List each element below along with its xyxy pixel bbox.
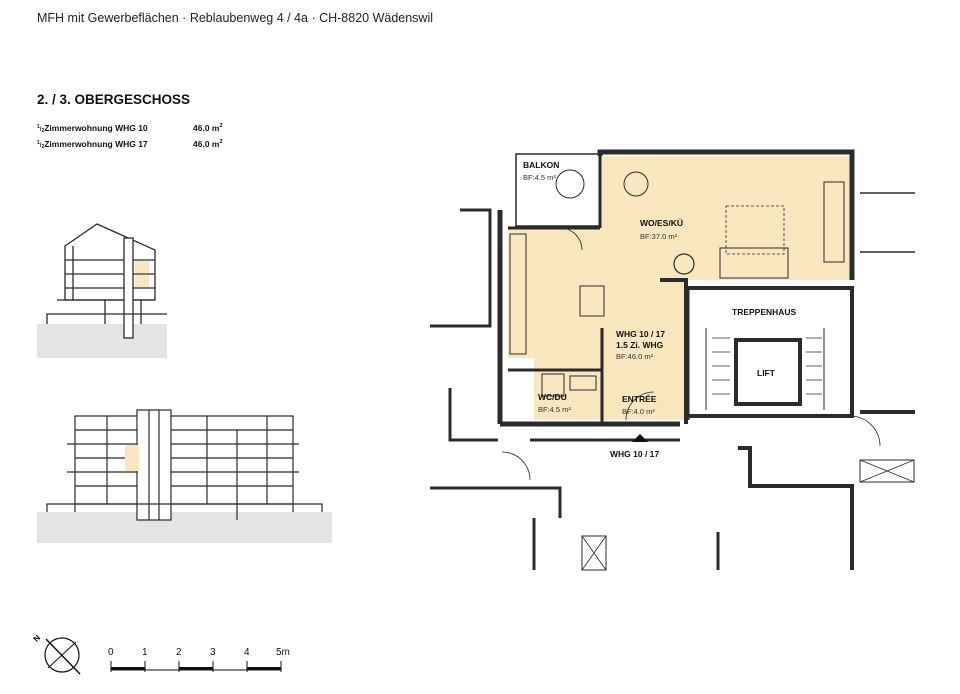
building-section-long <box>37 409 332 543</box>
room-wohnen-name: WO/ES/KÜ <box>640 218 683 228</box>
room-treppenhaus-name: TREPPENHAUS <box>732 307 797 317</box>
building-section-small <box>37 223 167 358</box>
room-whg-type: 1.5 Zi. WHG <box>616 340 664 350</box>
entry-label: WHG 10 / 17 <box>610 449 659 459</box>
svg-text:1: 1 <box>142 647 148 658</box>
svg-text:4: 4 <box>244 647 250 658</box>
apartment-area <box>508 156 850 420</box>
floor-plan: BALKON BF:4.5 m² WO/ES/KÜ BF:37.0 m² WHG… <box>430 149 915 571</box>
floor-title: 2. / 3. OBERGESCHOSS <box>37 92 191 107</box>
room-whg-name: WHG 10 / 17 <box>616 329 665 339</box>
svg-text:0: 0 <box>108 647 114 658</box>
svg-text:2: 2 <box>176 647 182 658</box>
room-lift-name: LIFT <box>757 368 776 378</box>
room-whg-area: BF:46.0 m² <box>616 352 654 361</box>
room-wc-area: BF:4.5 m² <box>538 405 571 414</box>
svg-text:5m: 5m <box>276 647 290 658</box>
north-arrow-icon: N <box>32 633 81 675</box>
room-entree-area: BF:4.0 m² <box>622 407 655 416</box>
svg-text:N: N <box>32 633 42 644</box>
room-balkon-area: BF:4.5 m² <box>523 173 556 182</box>
svg-text:3: 3 <box>210 647 216 658</box>
room-wc-name: WC/DU <box>538 392 567 402</box>
room-balkon-name: BALKON <box>523 160 559 170</box>
room-entree-name: ENTRÉE <box>622 394 657 404</box>
project-header: MFH mit Gewerbeflächen · Reblaubenweg 4 … <box>37 11 434 25</box>
scale-bar: 0 1 2 3 4 5m <box>108 647 290 672</box>
room-wohnen-area: BF:37.0 m² <box>640 232 678 241</box>
